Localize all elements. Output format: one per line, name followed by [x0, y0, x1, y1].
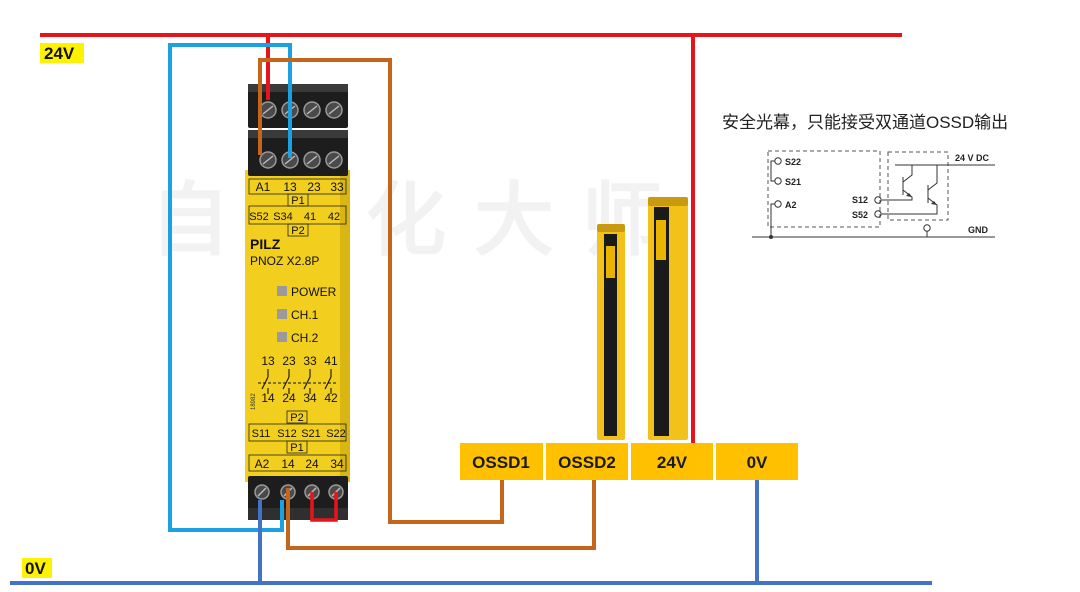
watermark: 自动化大师	[150, 176, 690, 265]
bridge-label-p1-bottom: P1	[290, 442, 303, 454]
led-ch2	[277, 332, 287, 342]
terminal-label-42: 42	[328, 211, 340, 223]
bridge-label-p1-top: P1	[291, 195, 304, 207]
relay-side-code: 18982	[251, 393, 257, 410]
schematic-label-gnd: GND	[968, 225, 989, 235]
bottom-terminal-plug	[248, 476, 348, 520]
terminal-label-s34: S34	[273, 211, 293, 223]
terminal-label-s21: S21	[301, 428, 321, 440]
rail-24v-label: 24V	[40, 43, 84, 63]
wire-jumper-24-34	[310, 492, 338, 522]
wire-s34-loop	[168, 43, 292, 532]
schematic-label-24vdc: 24 V DC	[955, 153, 990, 163]
relay-brand: PILZ	[250, 236, 281, 252]
note-text: 安全光幕，只能接受双通道OSSD输出	[722, 113, 1008, 132]
connector-ossd1-box	[460, 443, 543, 480]
connector-24v-box	[631, 443, 713, 480]
wire-ossd2	[286, 478, 596, 550]
wire-ossd1	[258, 58, 504, 524]
connector-ossd2-label: OSSD2	[558, 453, 616, 472]
wires	[168, 35, 759, 583]
bridge-label-p2-top: P2	[291, 225, 304, 237]
connector-0v-box	[716, 443, 798, 480]
terminal-label-13: 13	[283, 180, 297, 194]
top-terminal-plug-2	[248, 130, 348, 176]
terminal-label-s12: S12	[277, 428, 297, 440]
led-label-ch1: CH.1	[291, 308, 319, 322]
connector-24v-label: 24V	[657, 453, 688, 472]
connector-0v-label: 0V	[747, 453, 768, 472]
contact-label-23: 23	[282, 354, 296, 368]
relay-model: PNOZ X2.8P	[250, 254, 319, 268]
terminal-label-41: 41	[304, 211, 316, 223]
terminal-label-s11: S11	[252, 428, 271, 440]
led-ch1	[277, 309, 287, 319]
schematic-label-s22: S22	[785, 157, 801, 167]
rail-0v-label: 0V	[22, 558, 52, 578]
terminal-label-a1: A1	[256, 180, 271, 194]
light-curtain-receiver	[597, 224, 625, 440]
contact-label-33: 33	[303, 354, 317, 368]
led-label-ch2: CH.2	[291, 331, 319, 345]
terminal-label-a2: A2	[255, 457, 270, 471]
contact-label-24: 24	[282, 391, 296, 405]
connector-ossd2-box	[546, 443, 628, 480]
terminal-label-23: 23	[307, 180, 321, 194]
contact-label-14: 14	[261, 391, 275, 405]
terminal-label-24: 24	[305, 457, 319, 471]
terminal-label-s52: S52	[249, 211, 269, 223]
schematic-label-s52: S52	[852, 210, 868, 220]
light-curtain-emitter	[648, 197, 688, 440]
contact-label-41: 41	[324, 354, 338, 368]
contact-label-42: 42	[324, 391, 338, 405]
schematic-label-s12: S12	[852, 195, 868, 205]
curtain-connector: OSSD1 OSSD2 24V 0V	[460, 443, 798, 480]
schematic-label-a2: A2	[785, 200, 797, 210]
top-terminal-plug-1	[248, 84, 348, 128]
safety-relay: A1 13 23 33 P1 S52 S34 41 42 P2 PILZ PNO…	[245, 84, 350, 520]
schematic-label-s21: S21	[785, 177, 801, 187]
rail-24v-text: 24V	[44, 44, 75, 63]
contact-symbols	[258, 369, 336, 394]
rail-0v-text: 0V	[25, 559, 46, 578]
connector-ossd1-label: OSSD1	[472, 453, 530, 472]
led-power	[277, 286, 287, 296]
bridge-label-p2-bottom: P2	[290, 412, 303, 424]
terminal-label-s22: S22	[326, 428, 346, 440]
contact-label-34: 34	[303, 391, 317, 405]
led-label-power: POWER	[291, 285, 337, 299]
terminal-label-34: 34	[330, 457, 344, 471]
terminal-label-14: 14	[281, 457, 295, 471]
relay-body	[245, 170, 350, 482]
ossd-schematic: S22 S21 A2 24 V DC S12 S52 GND	[752, 150, 995, 239]
terminal-label-33: 33	[330, 180, 344, 194]
contact-label-13: 13	[261, 354, 275, 368]
